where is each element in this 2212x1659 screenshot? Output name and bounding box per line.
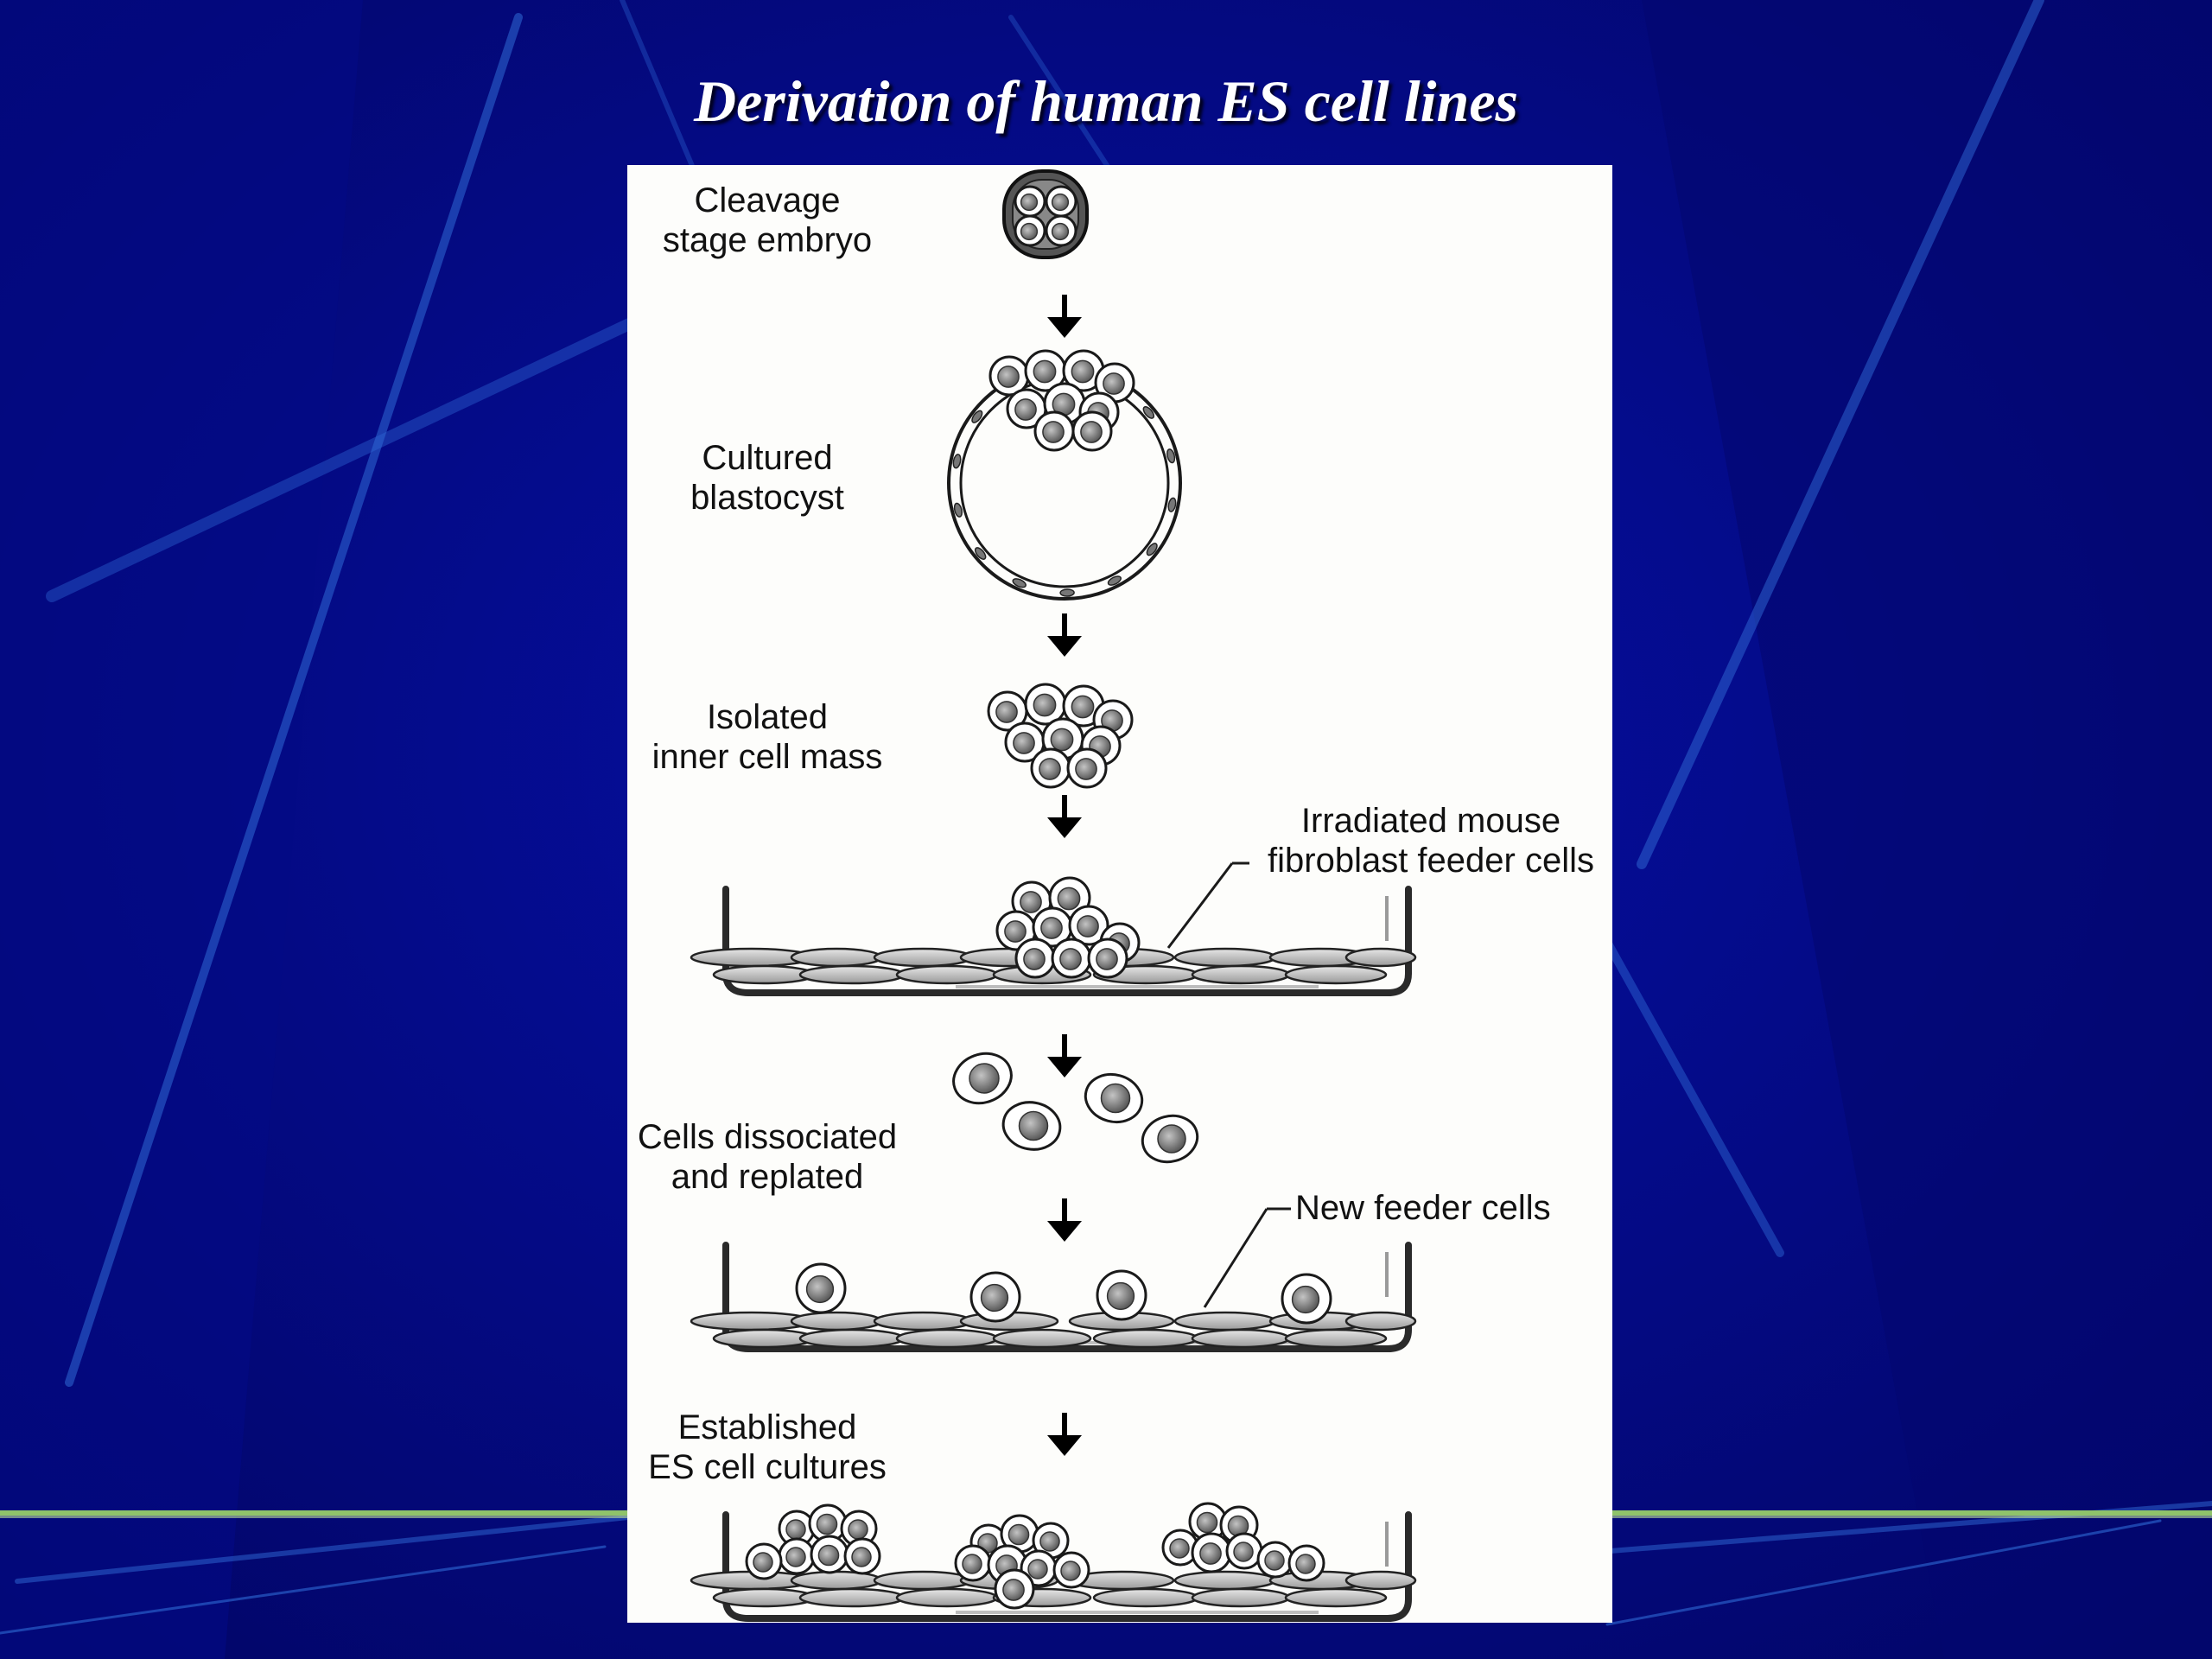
feeder-cell: [798, 1328, 906, 1349]
feeder-cell: [1344, 1311, 1417, 1332]
feeder-cell: [1092, 1328, 1199, 1349]
feeder-cell: [873, 1570, 973, 1591]
feeder-cell: [1284, 964, 1388, 985]
inner-cell-mass: [987, 683, 1134, 789]
feeder-cell: [895, 964, 999, 985]
feeder-cell: [1191, 1328, 1291, 1349]
culture-dish-2: [690, 1242, 1417, 1352]
feeder-cell: [1173, 1570, 1277, 1591]
es-derivation-diagram: [690, 169, 1417, 1622]
feeder-cell: [712, 964, 816, 985]
arrow-3: [1047, 795, 1082, 838]
feeder-cell: [798, 1587, 906, 1608]
culture-dish-1: [690, 876, 1417, 996]
feeder-cell: [798, 964, 906, 985]
callout-line-new-feeder: [1203, 1208, 1268, 1308]
feeder-cell: [873, 1311, 973, 1332]
feeder-cell: [790, 1311, 883, 1332]
cleavage-embryo: [1002, 169, 1089, 259]
callout-new-feeder-cells: New feeder cells: [1295, 1189, 1551, 1227]
arrow-2: [1047, 613, 1082, 657]
arrow-5: [1047, 1198, 1082, 1242]
arrow-4: [1047, 1034, 1082, 1077]
feeder-cell: [873, 947, 973, 968]
feeder-cell: [1344, 1570, 1417, 1591]
arrow-6: [1047, 1413, 1082, 1456]
feeder-cell: [1284, 1587, 1388, 1608]
callout-line-feeder: [1166, 862, 1234, 949]
feeder-cell: [790, 1570, 883, 1591]
slide-title: Derivation of human ES cell lines: [694, 68, 1518, 134]
feeder-cell: [712, 1587, 816, 1608]
feeder-cell: [1092, 1587, 1199, 1608]
feeder-cell: [1191, 1587, 1291, 1608]
feeder-cell: [1173, 947, 1277, 968]
feeder-cell: [992, 1328, 1092, 1349]
dissociated-cells: [952, 1052, 1199, 1164]
feeder-cell: [1284, 1328, 1388, 1349]
culture-dish-3: [690, 1502, 1417, 1622]
feeder-cell: [895, 1587, 999, 1608]
arrow-1: [1047, 295, 1082, 338]
blastocyst: [947, 349, 1182, 601]
feeder-cell: [1191, 964, 1291, 985]
feeder-cell: [895, 1328, 999, 1349]
feeder-cell: [1173, 1311, 1277, 1332]
feeder-cell: [712, 1328, 816, 1349]
feeder-cell: [1344, 947, 1417, 968]
feeder-cell: [790, 947, 883, 968]
